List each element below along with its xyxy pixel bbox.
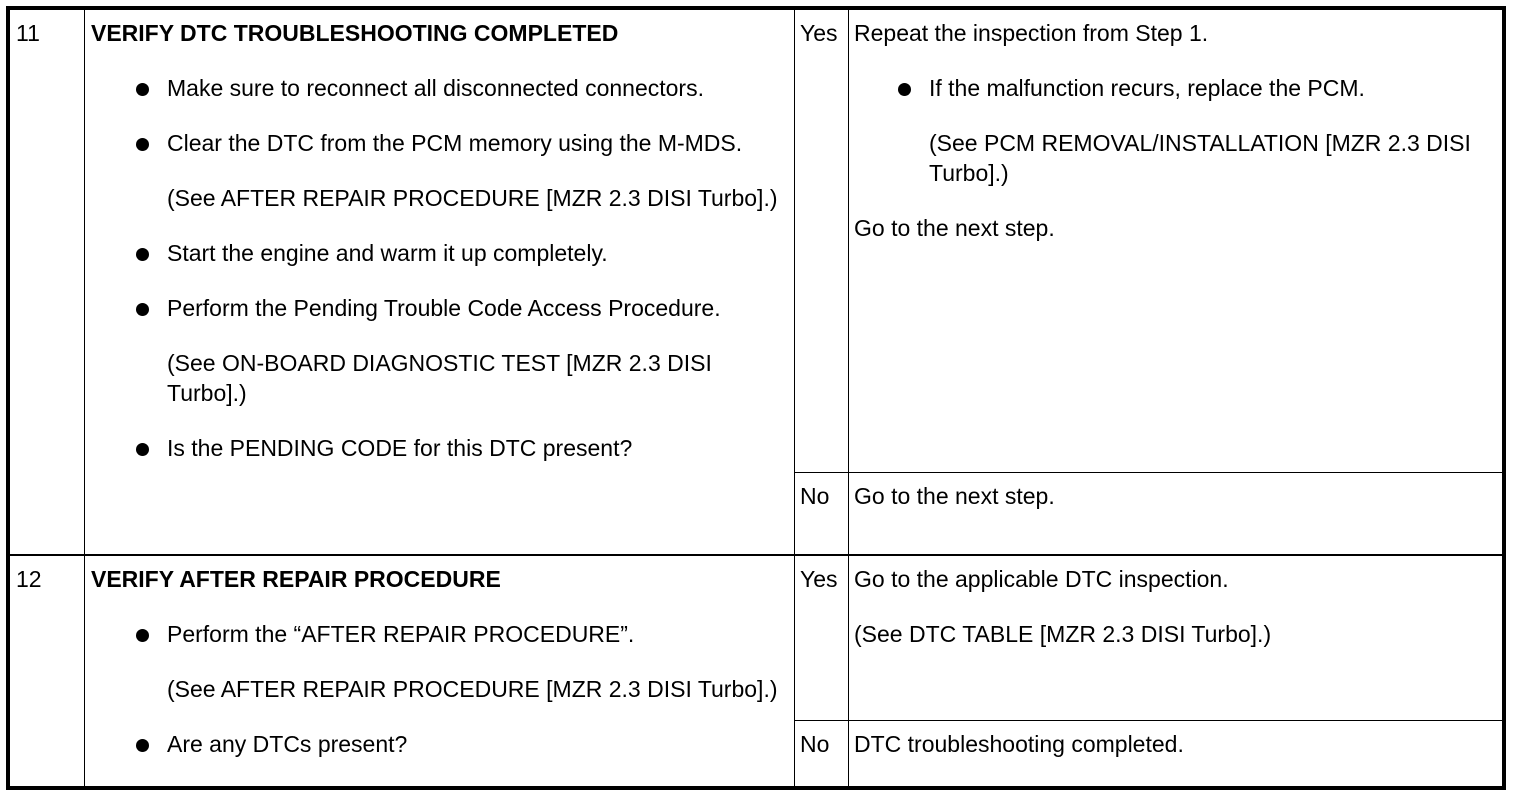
action-yes: Go to the applicable DTC inspection. (Se… xyxy=(848,553,1503,721)
step-procedure: VERIFY AFTER REPAIR PROCEDURE Perform th… xyxy=(84,553,795,787)
reference-link[interactable]: (See ON-BOARD DIAGNOSTIC TEST [MZR 2.3 D… xyxy=(167,350,712,406)
reference-link[interactable]: (See PCM REMOVAL/INSTALLATION [MZR 2.3 D… xyxy=(929,130,1471,186)
reference-link[interactable]: (See AFTER REPAIR PROCEDURE [MZR 2.3 DIS… xyxy=(167,185,778,211)
procedure-list: Perform the “AFTER REPAIR PROCEDURE”.(Se… xyxy=(91,619,794,759)
answer-no: No xyxy=(794,720,849,787)
bullet-icon xyxy=(898,83,911,96)
list-item: Is the PENDING CODE for this DTC present… xyxy=(91,433,794,463)
action-yes: Repeat the inspection from Step 1. If th… xyxy=(848,9,1503,473)
step-number: 11 xyxy=(9,9,85,555)
step-number: 12 xyxy=(9,553,85,787)
procedure-list: Make sure to reconnect all disconnected … xyxy=(91,73,794,463)
reference-link[interactable]: (See AFTER REPAIR PROCEDURE [MZR 2.3 DIS… xyxy=(167,675,778,702)
step-12-no-row: No DTC troubleshooting completed. xyxy=(10,720,1503,787)
step-procedure: VERIFY DTC TROUBLESHOOTING COMPLETED Mak… xyxy=(84,9,795,555)
list-item: Start the engine and warm it up complete… xyxy=(91,238,794,268)
list-item: Are any DTCs present? xyxy=(91,729,794,759)
action-no: DTC troubleshooting completed. xyxy=(848,720,1503,787)
list-item: If the malfunction recurs, replace the P… xyxy=(854,73,1502,188)
answer-yes: Yes xyxy=(794,553,849,721)
bullet-icon xyxy=(136,248,149,261)
bullet-icon xyxy=(136,303,149,316)
reference-link[interactable]: (See DTC TABLE [MZR 2.3 DISI Turbo].) xyxy=(854,620,1272,647)
action-no: Go to the next step. xyxy=(848,472,1503,555)
answer-yes: Yes xyxy=(794,9,849,473)
step-11-no-row: No Go to the next step. xyxy=(10,472,1503,555)
answer-no: No xyxy=(794,472,849,555)
list-item: Clear the DTC from the PCM memory using … xyxy=(91,128,794,213)
step-heading: VERIFY AFTER REPAIR PROCEDURE xyxy=(91,565,501,592)
steps-table: 11 VERIFY DTC TROUBLESHOOTING COMPLETED … xyxy=(9,9,1503,787)
list-item: Perform the “AFTER REPAIR PROCEDURE”.(Se… xyxy=(91,619,794,704)
bullet-icon xyxy=(136,138,149,151)
step-12-yes-row: 12 VERIFY AFTER REPAIR PROCEDURE Perform… xyxy=(9,553,1503,787)
action-list: If the malfunction recurs, replace the P… xyxy=(854,73,1502,188)
step-11-yes-row: 11 VERIFY DTC TROUBLESHOOTING COMPLETED … xyxy=(9,9,1503,555)
list-item: Make sure to reconnect all disconnected … xyxy=(91,73,794,103)
step-heading: VERIFY DTC TROUBLESHOOTING COMPLETED xyxy=(91,20,619,46)
bullet-icon xyxy=(136,628,149,642)
troubleshooting-table: 11 VERIFY DTC TROUBLESHOOTING COMPLETED … xyxy=(6,6,1506,790)
list-item: Perform the Pending Trouble Code Access … xyxy=(91,293,794,408)
bullet-icon xyxy=(136,443,149,456)
bullet-icon xyxy=(136,83,149,96)
bullet-icon xyxy=(136,738,149,752)
